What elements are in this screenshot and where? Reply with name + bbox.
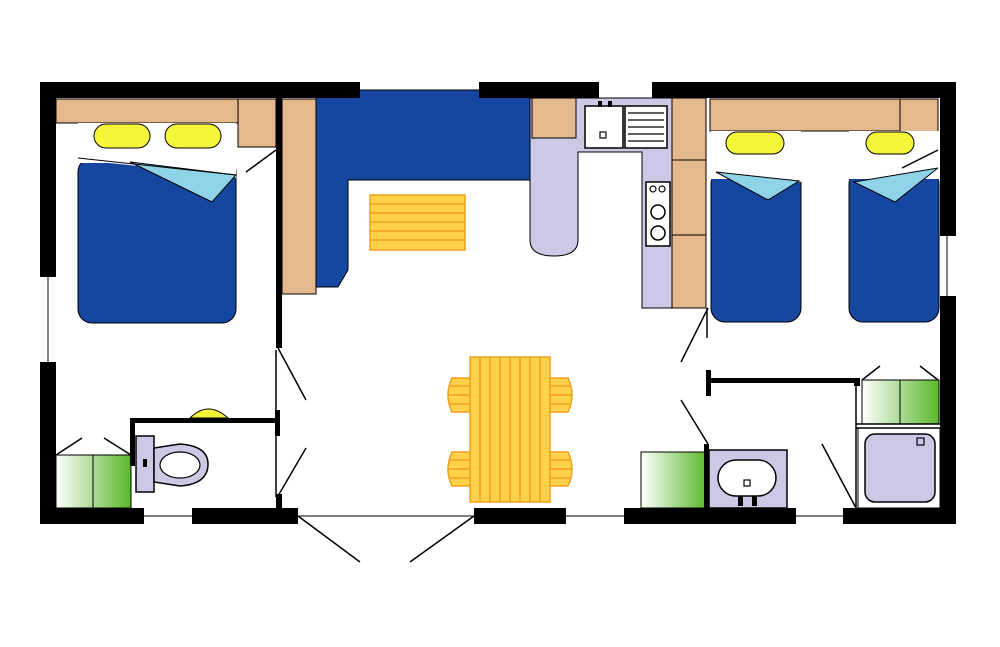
- bedroom-1-nightstand: [237, 98, 277, 148]
- living-room-sofa: [315, 89, 531, 288]
- toilet-room: [55, 408, 230, 509]
- bathroom: [640, 379, 941, 509]
- wardrobes: [55, 97, 939, 309]
- living-wardrobe: [281, 98, 317, 295]
- doormat: [369, 194, 466, 251]
- storage-cabinet: [861, 379, 940, 425]
- sink-icon: [584, 101, 668, 149]
- door-swings: [55, 149, 939, 563]
- washbasin-icon: [708, 449, 788, 509]
- single-bed: [848, 131, 940, 323]
- hob-icon: [645, 181, 671, 247]
- exterior-walls: [40, 82, 956, 524]
- kitchen-counter: [529, 97, 673, 309]
- pillow: [865, 131, 915, 155]
- pillow: [93, 123, 151, 149]
- dining-table: [447, 356, 573, 503]
- bedroom-2-headboard: [709, 98, 901, 132]
- storage-cabinet: [640, 451, 708, 509]
- shower-tray-icon: [857, 427, 941, 509]
- toilet-icon: [135, 435, 209, 493]
- kitchen-tall-cabinet: [671, 97, 707, 309]
- pillow: [164, 123, 222, 149]
- pillow: [725, 131, 785, 155]
- single-bed: [710, 131, 802, 323]
- kitchen-cabinet: [531, 97, 577, 139]
- storage-cabinet: [55, 454, 132, 509]
- double-bed: [77, 123, 238, 324]
- bedroom-1-headboard: [55, 98, 239, 124]
